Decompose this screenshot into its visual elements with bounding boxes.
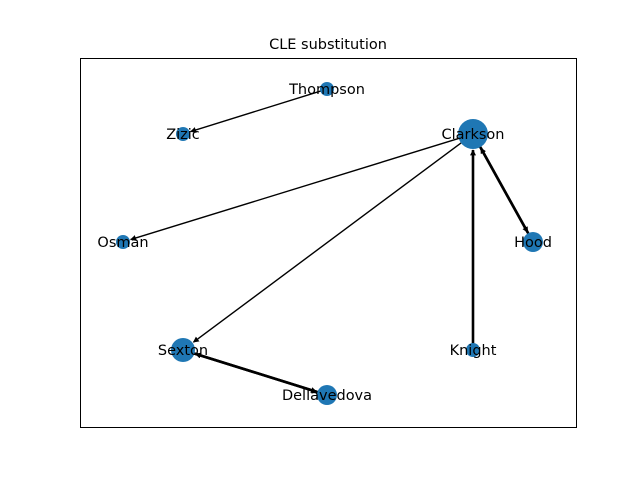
chart-title: CLE substitution (269, 37, 387, 53)
edge-thompson-to-zizic (190, 89, 324, 133)
edges-layer (130, 89, 532, 395)
node-label-dellavedova: Dellavedova (282, 388, 372, 404)
node-clarkson (458, 119, 488, 149)
node-label-zizic: Zizic (166, 127, 200, 143)
node-osman (116, 235, 130, 249)
edge-clarkson-to-sexton (192, 138, 467, 343)
node-hood (523, 232, 543, 252)
edge-hood-to-clarkson (479, 147, 532, 238)
node-label-hood: Hood (514, 235, 552, 251)
node-knight (466, 343, 480, 357)
node-dellavedova (317, 385, 337, 405)
node-zizic (176, 127, 190, 141)
edge-clarkson-to-osman (130, 136, 465, 241)
node-sexton (171, 338, 195, 362)
nodes-layer (116, 82, 543, 405)
node-label-knight: Knight (450, 343, 497, 359)
node-label-clarkson: Clarkson (441, 127, 504, 143)
node-label-osman: Osman (97, 235, 148, 251)
node-label-thompson: Thompson (288, 82, 365, 98)
plot-frame (80, 58, 577, 428)
node-label-sexton: Sexton (158, 343, 208, 359)
edge-dellavedova-to-sexton (194, 352, 322, 395)
node-thompson (320, 82, 334, 96)
